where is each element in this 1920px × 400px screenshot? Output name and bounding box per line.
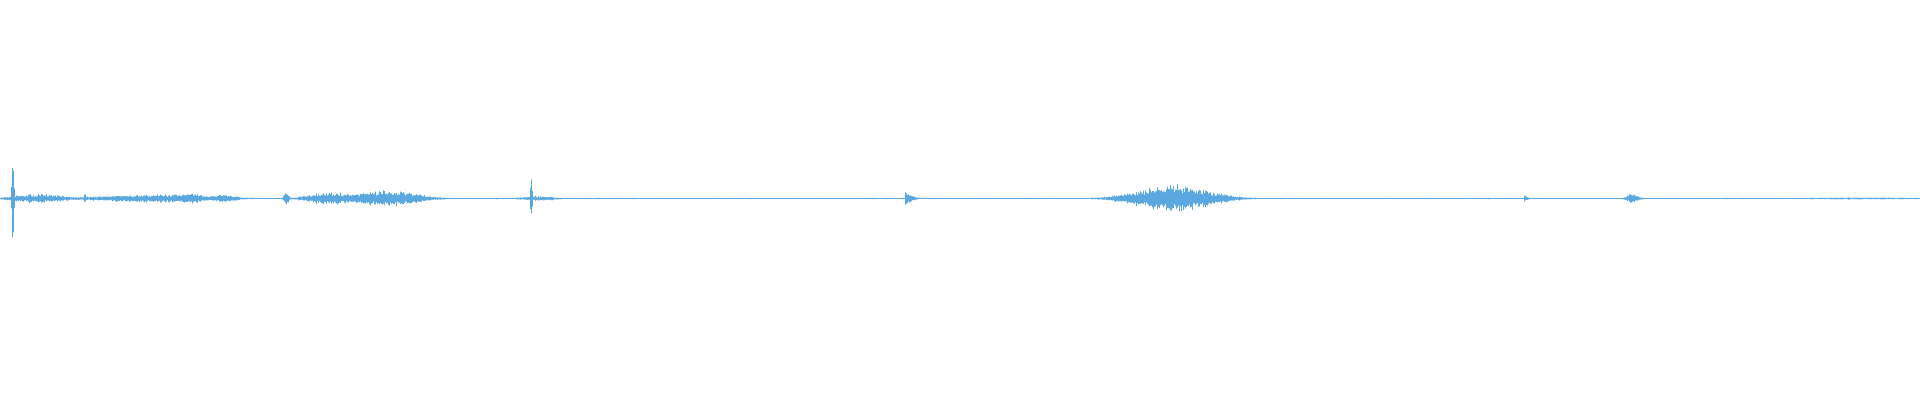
waveform-trace: [0, 168, 1920, 238]
